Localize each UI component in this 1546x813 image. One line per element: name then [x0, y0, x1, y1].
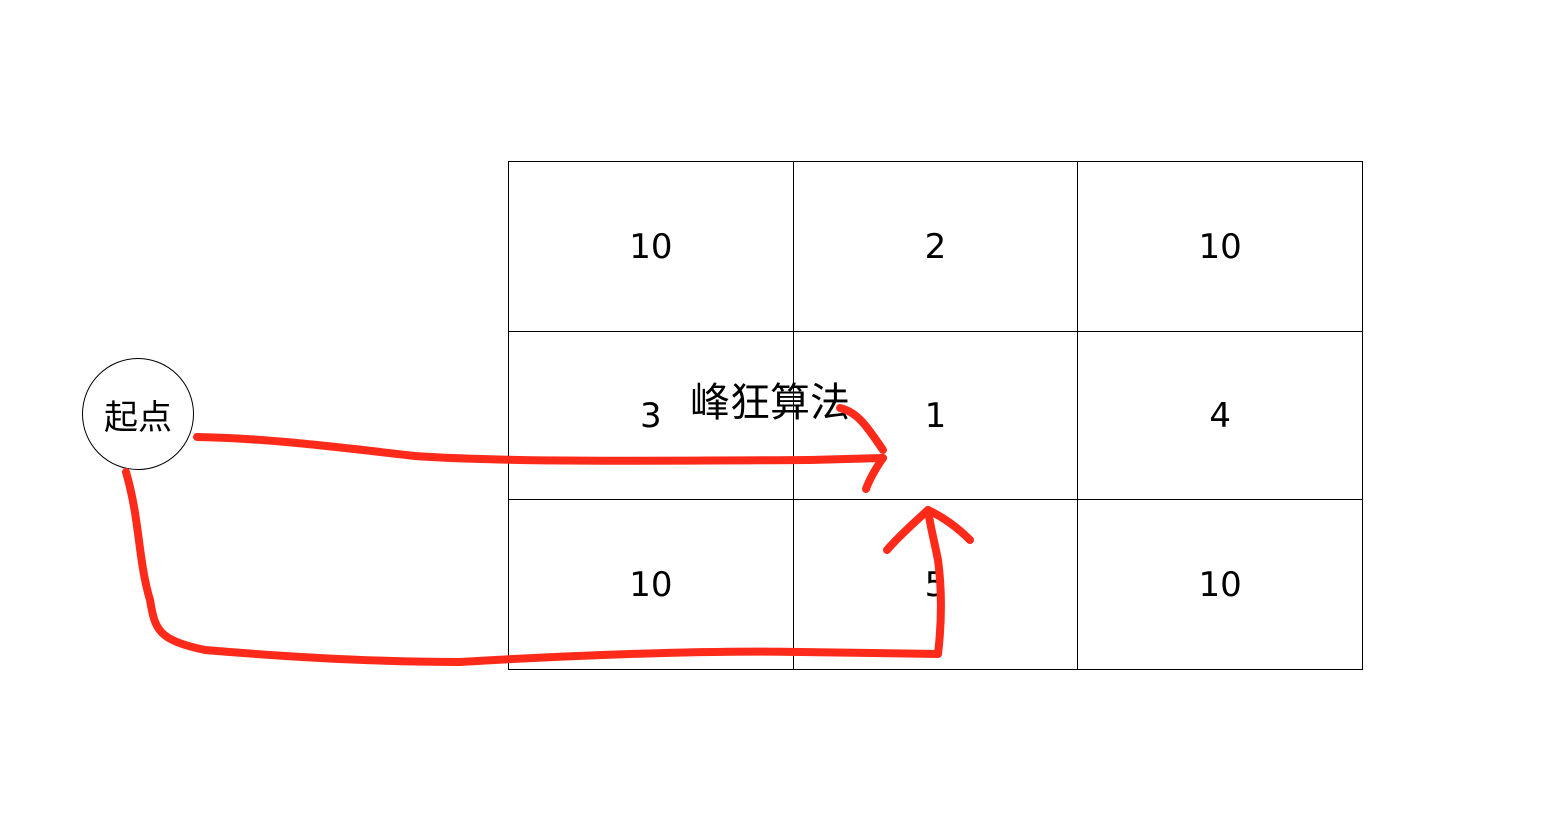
grid-cell: 10: [508, 161, 794, 332]
start-label: 起点: [104, 397, 172, 438]
grid-cell: 4: [1077, 331, 1363, 500]
cost-grid: 10 2 10 3 1 4 10 5 10: [508, 161, 1363, 670]
grid-cell: 10: [1077, 161, 1363, 332]
grid-cell: 5: [792, 499, 1079, 670]
watermark-text: 峰狂算法: [690, 380, 850, 426]
grid-cell: 10: [508, 499, 794, 670]
grid-cell: 2: [792, 161, 1079, 332]
grid-cell: 10: [1077, 499, 1363, 670]
grid-row: 3 1 4: [508, 331, 1363, 500]
start-node: 起点: [82, 358, 194, 470]
grid-row: 10 5 10: [508, 499, 1363, 670]
grid-row: 10 2 10: [508, 161, 1363, 332]
